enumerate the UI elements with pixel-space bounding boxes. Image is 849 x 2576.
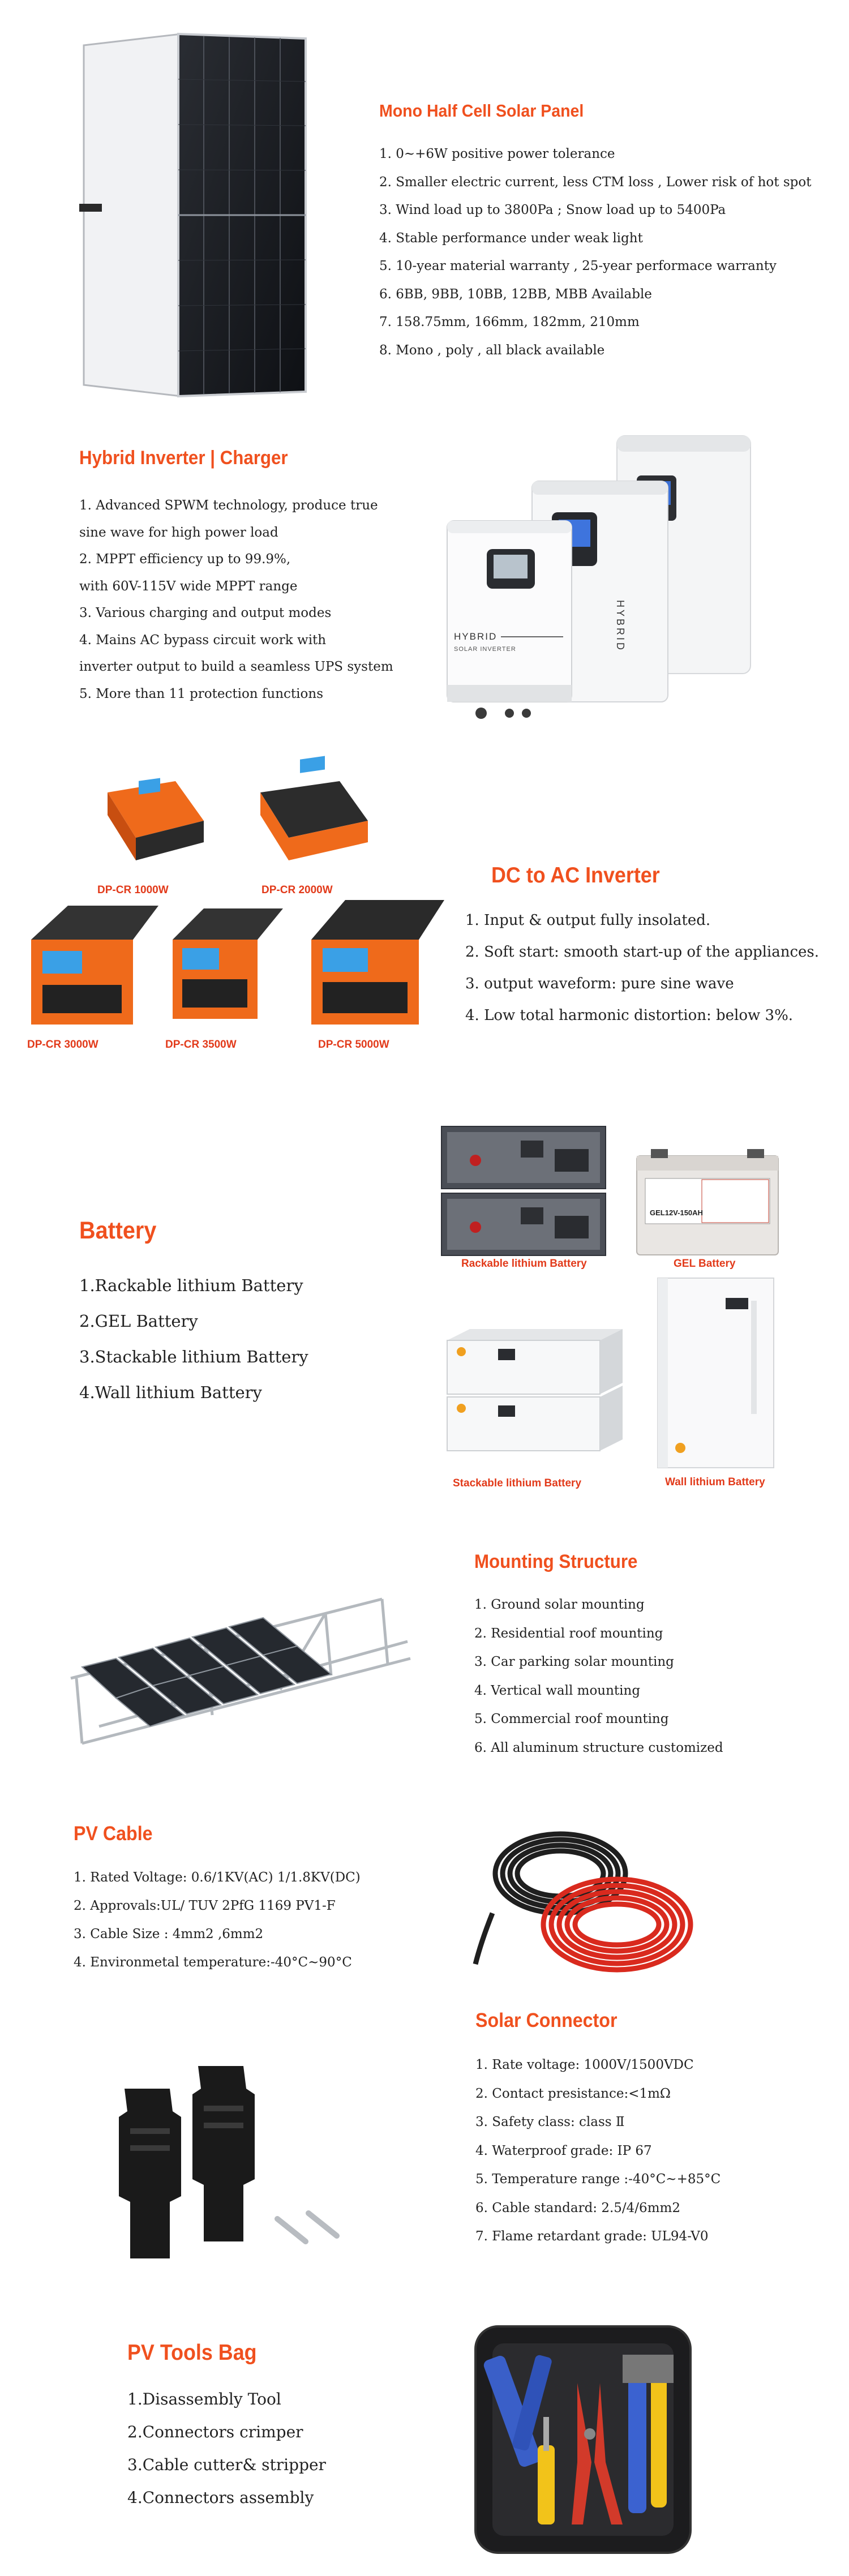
inverter-unit xyxy=(311,900,444,1025)
mounting-feature-list: 1. Ground solar mounting 2. Residential … xyxy=(474,1591,723,1762)
list-item: 1. Rated Voltage: 0.6/1KV(AC) 1/1.8KV(DC… xyxy=(74,1870,361,1885)
list-item: 3.Stackable lithium Battery xyxy=(79,1347,308,1366)
list-item: 2. Smaller electric current, less CTM lo… xyxy=(379,174,812,190)
list-item: 4. Low total harmonic distortion: below … xyxy=(465,1007,794,1024)
hybrid-inverter-section: Hybrid Inverter | Charger 1. Advanced SP… xyxy=(0,430,849,758)
rackable-battery-image xyxy=(441,1126,606,1256)
list-item: 4. Vertical wall mounting xyxy=(474,1683,641,1698)
list-item: 5. 10-year material warranty , 25-year p… xyxy=(379,259,777,273)
list-item: 2. Contact presistance:<1mΩ xyxy=(475,2086,671,2101)
hybrid-front-label: HYBRID xyxy=(454,631,497,642)
list-item: 7. 158.75mm, 166mm, 182mm, 210mm xyxy=(379,315,640,329)
model-label-3000w: DP-CR 3000W xyxy=(27,1039,98,1051)
hybrid-device-label: HYBRID xyxy=(615,600,626,652)
battery-feature-list: 1.Rackable lithium Battery 2.GEL Battery… xyxy=(79,1268,308,1411)
list-item: 2. Approvals:UL/ TUV 2PfG 1169 PV1-F xyxy=(74,1898,336,1913)
list-item: 1.Disassembly Tool xyxy=(127,2390,281,2408)
solar-panel-title: Mono Half Cell Solar Panel xyxy=(379,101,584,121)
list-item: 6. All aluminum structure customized xyxy=(474,1740,723,1755)
list-item: 3. Cable Size : 4mm2 ,6mm2 xyxy=(74,1927,264,1941)
list-item: 4.Wall lithium Battery xyxy=(79,1383,262,1402)
list-item: 1. Ground solar mounting xyxy=(474,1597,645,1612)
solar-connector-feature-list: 1. Rate voltage: 1000V/1500VDC 2. Contac… xyxy=(475,2051,721,2251)
model-label-5000w: DP-CR 5000W xyxy=(318,1039,389,1051)
pv-cable-image xyxy=(473,1831,693,1973)
list-item: 2.GEL Battery xyxy=(79,1311,198,1331)
gel-battery-image: GEL12V-150AH xyxy=(636,1149,779,1255)
mounting-title: Mounting Structure xyxy=(474,1551,638,1572)
solar-connector-section: Solar Connector 1. Rate voltage: 1000V/1… xyxy=(0,1992,849,2309)
list-item: 5. More than 11 protection functions xyxy=(79,686,323,701)
list-item: 3. Various charging and output modes xyxy=(79,606,332,620)
model-label-1000w: DP-CR 1000W xyxy=(97,884,169,896)
pv-cable-feature-list: 1. Rated Voltage: 0.6/1KV(AC) 1/1.8KV(DC… xyxy=(74,1863,361,1977)
tools-bag-section: PV Tools Bag 1.Disassembly Tool 2.Connec… xyxy=(0,2309,849,2576)
list-item: 2.Connectors crimper xyxy=(127,2423,303,2441)
gel-battery-label: GEL12V-150AH xyxy=(650,1208,703,1217)
list-item: 2. Soft start: smooth start-up of the ap… xyxy=(465,944,820,961)
mounting-structure-image xyxy=(70,1597,411,1745)
dc-ac-inverter-title: DC to AC Inverter xyxy=(491,863,660,888)
list-item: 2. MPPT efficiency up to 99.9%, xyxy=(79,552,291,567)
hybrid-inverter-feature-list: 1. Advanced SPWM technology, produce tru… xyxy=(79,492,393,708)
dc-ac-inverter-image xyxy=(31,756,444,1025)
tools-bag-image xyxy=(474,2325,692,2554)
gel-battery-caption: GEL Battery xyxy=(674,1258,736,1270)
list-item: 6. 6BB, 9BB, 10BB, 12BB, MBB Available xyxy=(379,286,652,302)
hybrid-front-sublabel: SOLAR INVERTER xyxy=(454,646,516,653)
solar-connector-title: Solar Connector xyxy=(475,2009,618,2031)
list-item: 3. Safety class: class Ⅱ xyxy=(475,2115,625,2129)
rackable-battery-caption: Rackable lithium Battery xyxy=(461,1258,587,1270)
battery-section: Battery 1.Rackable lithium Battery 2.GEL… xyxy=(0,1109,849,1528)
list-item: 8. Mono , poly , all black available xyxy=(379,342,605,358)
hybrid-inverter-title: Hybrid Inverter | Charger xyxy=(79,447,288,469)
solar-connector-image xyxy=(119,2066,340,2258)
mounting-section: Mounting Structure 1. Ground solar mount… xyxy=(0,1528,849,1811)
list-item: 1. Input & output fully insolated. xyxy=(465,912,711,929)
inverter-unit xyxy=(108,778,204,860)
list-item: 1.Rackable lithium Battery xyxy=(79,1276,303,1295)
battery-title: Battery xyxy=(79,1217,157,1244)
inverter-unit xyxy=(260,756,368,860)
solar-panel-image xyxy=(79,32,307,398)
list-item: 1. 0~+6W positive power tolerance xyxy=(379,147,615,161)
pv-cable-title: PV Cable xyxy=(74,1823,153,1845)
tools-bag-title: PV Tools Bag xyxy=(127,2341,257,2365)
list-item: with 60V-115V wide MPPT range xyxy=(79,578,298,594)
list-item: 4. Environmetal temperature:-40°C~90°C xyxy=(74,1955,352,1970)
list-item: 1. Rate voltage: 1000V/1500VDC xyxy=(475,2058,694,2072)
list-item: 3. Car parking solar mounting xyxy=(474,1655,674,1669)
wall-battery-image xyxy=(657,1278,774,1468)
dc-ac-inverter-section: DP-CR 1000W DP-CR 2000W DP-CR 3000W DP-C… xyxy=(0,756,849,1098)
tools-bag-feature-list: 1.Disassembly Tool 2.Connectors crimper … xyxy=(127,2383,326,2514)
model-label-2000w: DP-CR 2000W xyxy=(261,884,333,896)
pv-cable-section: PV Cable 1. Rated Voltage: 0.6/1KV(AC) 1… xyxy=(0,1811,849,1992)
dc-ac-inverter-feature-list: 1. Input & output fully insolated. 2. So… xyxy=(465,905,819,1031)
inverter-unit xyxy=(173,908,283,1019)
list-item: 4. Waterproof grade: IP 67 xyxy=(475,2143,652,2158)
model-label-3500w: DP-CR 3500W xyxy=(165,1039,237,1051)
list-item: 3.Cable cutter& stripper xyxy=(127,2455,326,2474)
list-item: inverter output to build a seamless UPS … xyxy=(79,659,393,674)
list-item: 4. Stable performance under weak light xyxy=(379,230,643,246)
stackable-battery-image xyxy=(447,1329,623,1451)
list-item: 1. Advanced SPWM technology, produce tru… xyxy=(79,498,378,513)
list-item: 7. Flame retardant grade: UL94-V0 xyxy=(475,2229,709,2244)
list-item: 3. output waveform: pure sine wave xyxy=(465,975,734,992)
list-item: 4.Connectors assembly xyxy=(127,2488,314,2507)
list-item: 6. Cable standard: 2.5/4/6mm2 xyxy=(475,2200,680,2215)
list-item: sine wave for high power load xyxy=(79,525,278,540)
list-item: 3. Wind load up to 3800Pa ; Snow load up… xyxy=(379,203,726,217)
stackable-battery-caption: Stackable lithium Battery xyxy=(453,1477,582,1489)
list-item: 5. Commercial roof mounting xyxy=(474,1712,669,1726)
hybrid-inverter-image: HYBRID HYBRID SOLAR INVERTER xyxy=(447,435,751,719)
solar-panel-feature-list: 1. 0~+6W positive power tolerance 2. Sma… xyxy=(379,140,811,365)
wall-battery-caption: Wall lithium Battery xyxy=(665,1476,765,1488)
solar-panel-section: Mono Half Cell Solar Panel 1. 0~+6W posi… xyxy=(0,0,849,430)
list-item: 5. Temperature range :-40°C~+85°C xyxy=(475,2172,721,2187)
inverter-unit xyxy=(31,906,158,1025)
list-item: 4. Mains AC bypass circuit work with xyxy=(79,632,327,648)
list-item: 2. Residential roof mounting xyxy=(474,1626,663,1641)
